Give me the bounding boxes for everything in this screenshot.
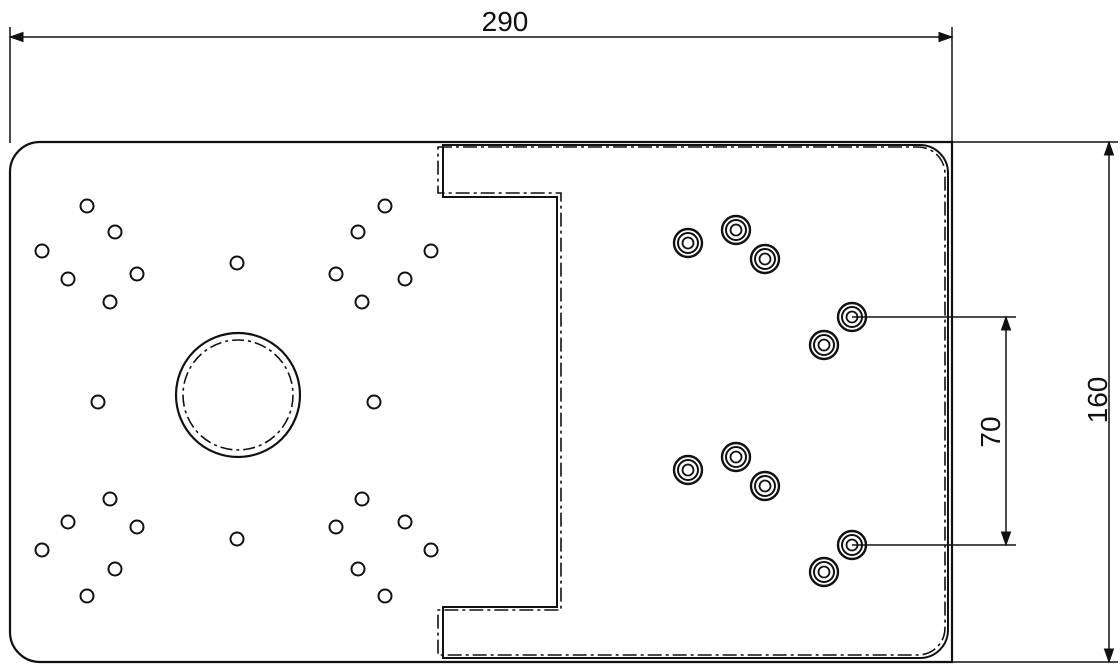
bolt-hole <box>749 470 781 502</box>
mounting-hole <box>60 514 76 530</box>
width-dimension: 290 <box>8 6 954 143</box>
mounting-hole <box>350 224 366 240</box>
mounting-hole <box>129 519 145 535</box>
height-label: 160 <box>1082 377 1113 424</box>
mounting-hole <box>423 243 439 259</box>
bracket-hidden-line <box>437 146 946 656</box>
mounting-hole <box>129 266 145 282</box>
mounting-hole <box>229 531 245 547</box>
spacing-dimension: 70 <box>852 315 1016 547</box>
plate-outline <box>8 140 954 664</box>
bolt-hole <box>749 243 781 275</box>
width-label: 290 <box>482 6 529 37</box>
mounting-hole <box>60 271 76 287</box>
mounting-hole <box>79 198 95 214</box>
bolt-hole <box>808 329 840 361</box>
mounting-hole <box>34 542 50 558</box>
mounting-hole <box>328 266 344 282</box>
mounting-hole <box>34 243 50 259</box>
bolt-hole <box>672 454 704 486</box>
mounting-hole <box>79 588 95 604</box>
mounting-hole <box>107 224 123 240</box>
bolt-hole <box>808 556 840 588</box>
mounting-hole <box>377 198 393 214</box>
bracket-outline <box>442 144 949 659</box>
mounting-hole <box>366 394 382 410</box>
bolt-holes <box>672 214 868 588</box>
mounting-hole <box>354 491 370 507</box>
bolt-hole <box>720 441 752 473</box>
bolt-hole <box>720 214 752 246</box>
mounting-hole <box>377 588 393 604</box>
center-hole <box>174 331 302 459</box>
small-holes <box>34 198 439 604</box>
mounting-hole <box>229 255 245 271</box>
mounting-hole <box>397 514 413 530</box>
mounting-hole <box>423 542 439 558</box>
mounting-hole <box>397 271 413 287</box>
mounting-hole <box>328 519 344 535</box>
mounting-hole <box>350 561 366 577</box>
mounting-hole <box>90 394 106 410</box>
bolt-hole <box>672 227 704 259</box>
mounting-hole <box>107 561 123 577</box>
mounting-hole <box>102 491 118 507</box>
spacing-label: 70 <box>975 416 1006 447</box>
height-dimension: 160 <box>950 140 1118 664</box>
mounting-hole <box>354 294 370 310</box>
mounting-hole <box>102 294 118 310</box>
